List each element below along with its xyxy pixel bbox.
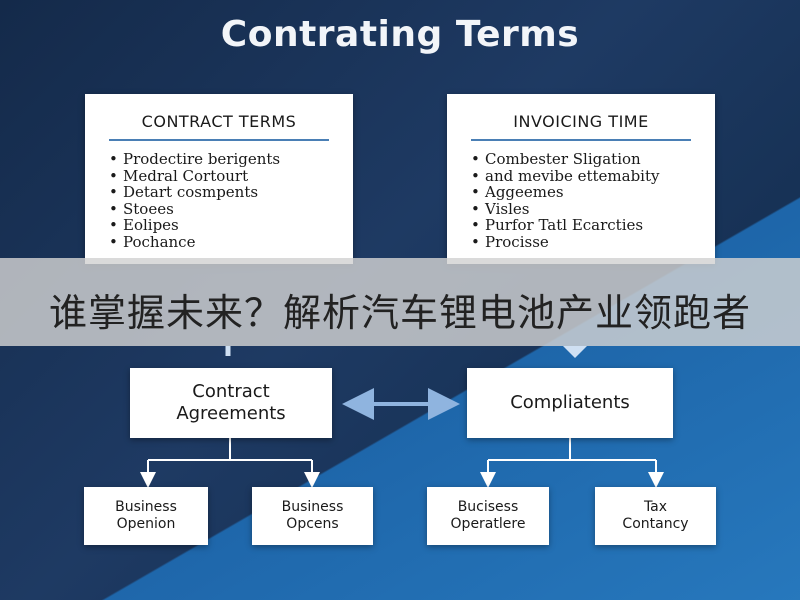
compliatents-box: Compliatents xyxy=(467,368,673,438)
connector-right-arrowhead xyxy=(563,346,587,358)
list-item: Combester Sligation xyxy=(485,151,715,168)
contract-agreements-box: Contract Agreements xyxy=(130,368,332,438)
headline-text: 谁掌握未来？解析汽车锂电池产业领跑者 xyxy=(48,291,751,335)
headline-banner: 谁掌握未来？解析汽车锂电池产业领跑者 xyxy=(0,258,800,346)
invoicing-time-list: Combester Sligation and mevibe ettemabit… xyxy=(447,151,715,250)
divider xyxy=(471,139,691,141)
business-opcens-box: Business Opcens xyxy=(252,487,373,545)
page-title: Contrating Terms xyxy=(220,14,580,55)
list-item: Medral Cortourt xyxy=(123,167,353,185)
list-item: Visles xyxy=(485,200,715,218)
business-openion-box: Business Openion xyxy=(84,487,208,545)
invoicing-time-heading: INVOICING TIME xyxy=(513,112,649,131)
list-item: Pochance xyxy=(123,233,353,251)
list-item: Eolipes xyxy=(123,217,353,234)
list-item: Aggeemes xyxy=(485,184,715,201)
tax-contancy-box: Tax Contancy xyxy=(595,487,716,545)
list-item: Prodectire berigents xyxy=(123,151,353,168)
contract-terms-card: CONTRACT TERMS Prodectire berigents Medr… xyxy=(85,94,353,264)
bucisess-operatlere-box: Bucisess Operatlere xyxy=(427,487,549,545)
list-item: and mevibe ettemabity xyxy=(485,167,715,185)
invoicing-time-card: INVOICING TIME Combester Sligation and m… xyxy=(447,94,715,264)
contract-terms-list: Prodectire berigents Medral Cortourt Det… xyxy=(85,151,353,250)
list-item: Purfor Tatl Ecarcties xyxy=(485,217,715,234)
list-item: Procisse xyxy=(485,233,715,251)
list-item: Detart cosmpents xyxy=(123,184,353,201)
divider xyxy=(109,139,329,141)
contract-terms-heading: CONTRACT TERMS xyxy=(141,112,297,131)
list-item: Stoees xyxy=(123,200,353,218)
